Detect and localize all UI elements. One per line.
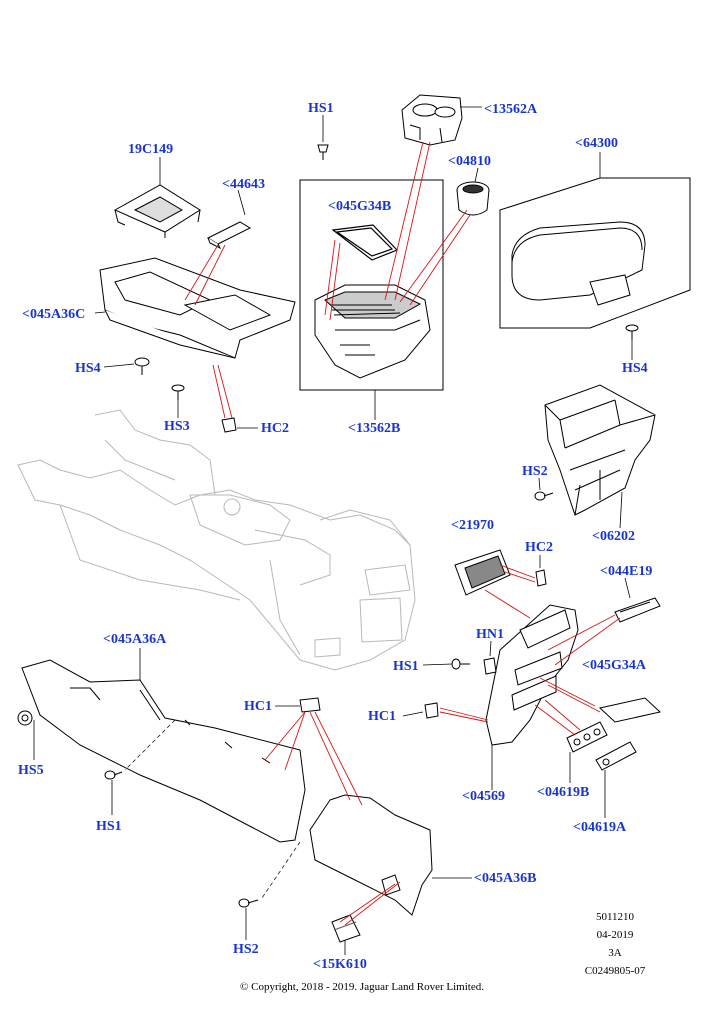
part-19c149[interactable] — [113, 184, 201, 238]
screw-hs2-bottom[interactable] — [238, 898, 259, 908]
screw-hs1-mid[interactable] — [451, 658, 470, 670]
label-hs1-mid[interactable]: HS1 — [393, 659, 419, 674]
label-04569[interactable]: <04569 — [462, 789, 505, 804]
part-04569[interactable] — [485, 604, 579, 746]
part-21970[interactable] — [454, 549, 511, 596]
part-045g34a[interactable] — [598, 697, 662, 723]
label-04619b[interactable]: <04619B — [537, 785, 590, 800]
frame-13562b — [299, 179, 444, 391]
clip-hc2-mid[interactable] — [535, 569, 547, 587]
label-045a36a[interactable]: <045A36A — [103, 632, 167, 647]
label-hs2-bottom[interactable]: HS2 — [233, 942, 259, 957]
label-13562a[interactable]: <13562A — [484, 102, 538, 117]
dashed-guides — [124, 719, 301, 899]
screw-hs1-bottom[interactable] — [104, 770, 123, 780]
part-04810[interactable] — [456, 181, 490, 216]
part-13562b[interactable] — [314, 284, 431, 379]
label-045g34a[interactable]: <045G34A — [582, 658, 646, 673]
label-21970[interactable]: <21970 — [451, 518, 494, 533]
label-hc2-top[interactable]: HC2 — [261, 421, 289, 436]
part-04619b[interactable] — [566, 721, 608, 753]
label-04619a[interactable]: <04619A — [573, 820, 627, 835]
label-64300[interactable]: <64300 — [575, 136, 618, 151]
label-hc2-mid[interactable]: HC2 — [525, 540, 553, 555]
part-04619a[interactable] — [595, 741, 637, 771]
callout-lines — [33, 106, 633, 955]
part-64300[interactable] — [511, 221, 646, 306]
label-hs3[interactable]: HS3 — [164, 419, 190, 434]
part-045a36a[interactable] — [21, 659, 306, 843]
label-045a36b[interactable]: <045A36B — [474, 871, 537, 886]
part-045a36b[interactable] — [309, 794, 433, 916]
label-hs5[interactable]: HS5 — [18, 763, 44, 778]
label-hs4-right[interactable]: HS4 — [622, 361, 648, 376]
part-44643[interactable] — [206, 221, 252, 250]
diagram-revision: 3A — [608, 947, 622, 959]
part-045a36c[interactable] — [99, 257, 296, 359]
label-hs1-top[interactable]: HS1 — [308, 101, 334, 116]
label-13562b[interactable]: <13562B — [348, 421, 401, 436]
label-hc1-right[interactable]: HC1 — [368, 709, 396, 724]
label-06202[interactable]: <06202 — [592, 529, 635, 544]
diagram-reference: C0249805-07 — [584, 965, 646, 977]
diagram-date: 04-2019 — [596, 929, 634, 941]
label-hs4-left[interactable]: HS4 — [75, 361, 101, 376]
clip-hc2-top[interactable] — [221, 417, 237, 433]
part-15k610[interactable] — [331, 914, 361, 943]
part-045g34b[interactable] — [331, 224, 399, 261]
label-hs1-bottom[interactable]: HS1 — [96, 819, 122, 834]
label-44643[interactable]: <44643 — [222, 177, 265, 192]
screw-hs4-left[interactable] — [134, 357, 150, 375]
part-13562a[interactable] — [401, 94, 463, 146]
fasteners — [17, 144, 639, 908]
red-leader-lines — [184, 141, 621, 926]
copyright-notice: © Copyright, 2018 - 2019. Jaguar Land Ro… — [240, 981, 484, 993]
label-19c149[interactable]: 19C149 — [128, 142, 174, 157]
clip-hc1-left[interactable] — [299, 697, 321, 713]
label-hn1[interactable]: HN1 — [476, 627, 504, 642]
label-044e19[interactable]: <044E19 — [600, 564, 653, 579]
screw-hs5[interactable] — [17, 710, 33, 726]
screw-hs2-right[interactable] — [534, 491, 554, 501]
label-04810[interactable]: <04810 — [448, 154, 491, 169]
part-06202[interactable] — [544, 384, 656, 516]
screw-hs1-top[interactable] — [317, 144, 329, 160]
center-console-ghost — [17, 409, 416, 671]
part-044e19[interactable] — [614, 597, 661, 623]
screw-hs4-right[interactable] — [625, 324, 639, 340]
label-045g34b[interactable]: <045G34B — [328, 199, 392, 214]
nut-hn1[interactable] — [483, 657, 497, 675]
diagram-code: 5011210 — [595, 911, 635, 923]
clip-hc1-right[interactable] — [424, 702, 439, 719]
screw-hs3[interactable] — [171, 384, 185, 400]
label-hs2-right[interactable]: HS2 — [522, 464, 548, 479]
label-15k610[interactable]: <15K610 — [313, 957, 367, 972]
label-045a36c[interactable]: <045A36C — [22, 307, 86, 322]
label-hc1-left[interactable]: HC1 — [244, 699, 272, 714]
